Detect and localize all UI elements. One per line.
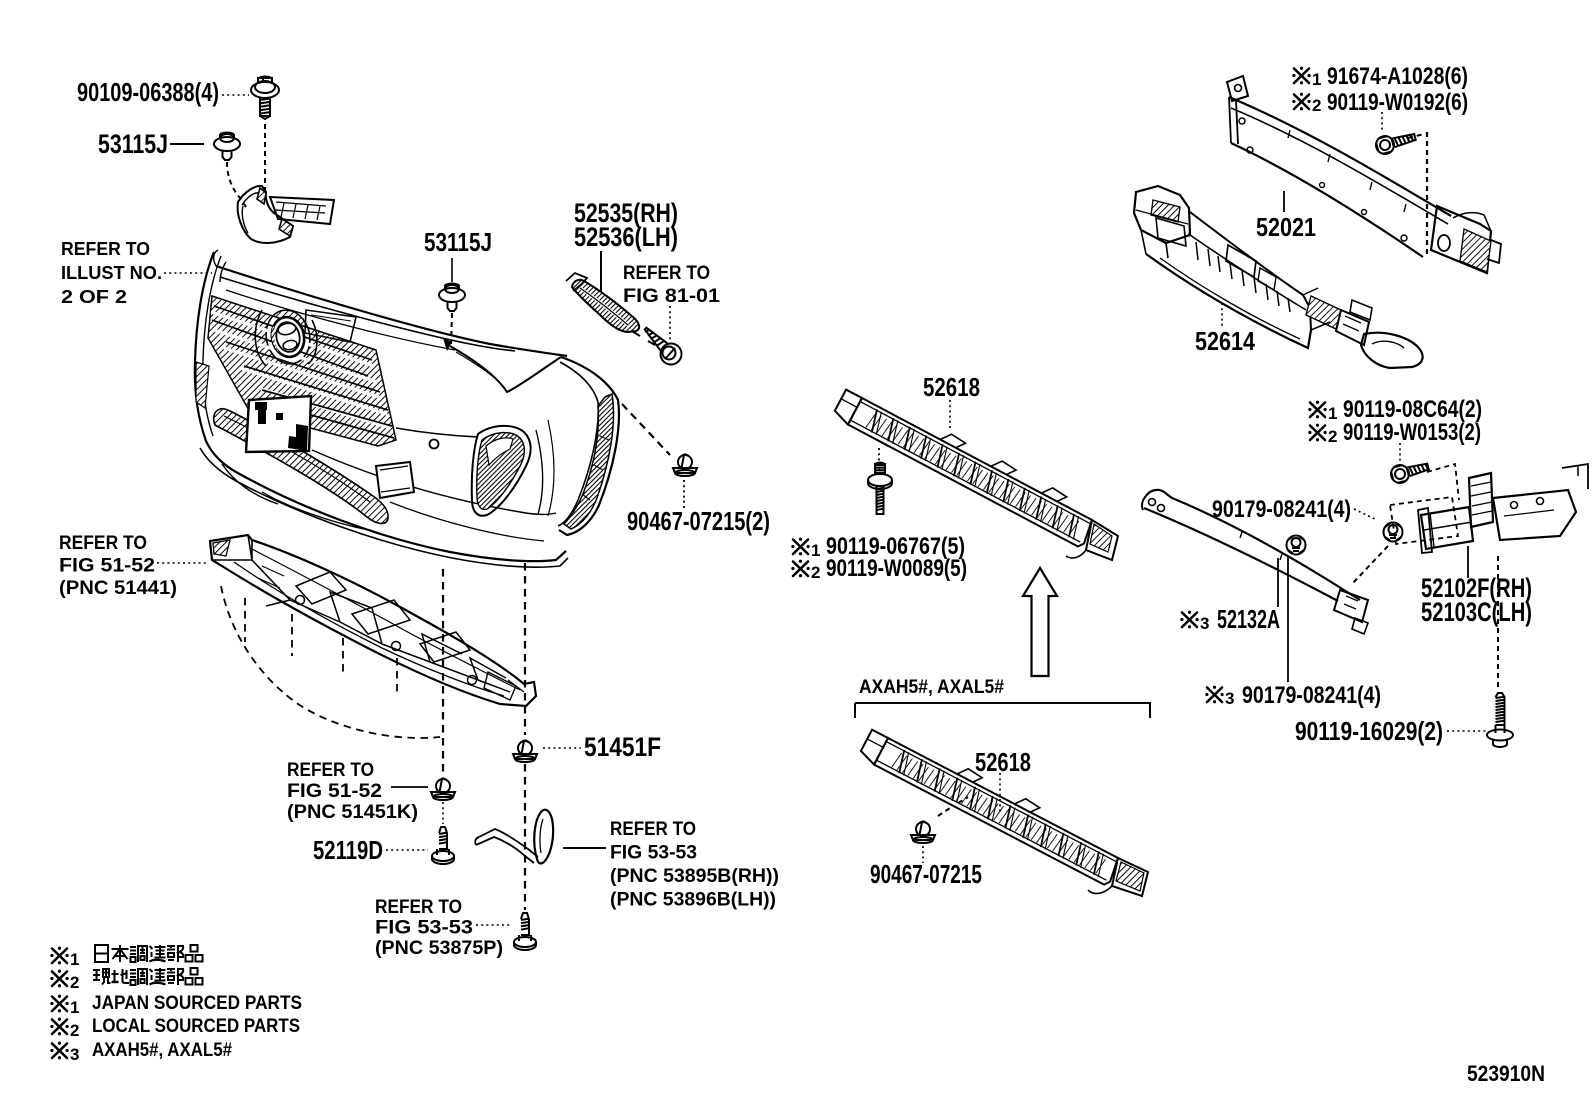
svg-text:52103C(LH): 52103C(LH) — [1421, 597, 1532, 627]
svg-text:REFER TO: REFER TO — [610, 819, 696, 840]
svg-text:REFER TO: REFER TO — [59, 533, 147, 554]
svg-text:90179-08241(4): 90179-08241(4) — [1242, 682, 1381, 709]
svg-text:2: 2 — [70, 1021, 79, 1040]
svg-text:1: 1 — [811, 541, 820, 560]
svg-text:52119D: 52119D — [313, 835, 383, 865]
svg-text:3: 3 — [1200, 614, 1209, 633]
svg-text:2 OF 2: 2 OF 2 — [61, 287, 127, 307]
svg-text:JAPAN SOURCED PARTS: JAPAN SOURCED PARTS — [92, 993, 302, 1014]
svg-text:REFER TO: REFER TO — [287, 760, 374, 781]
svg-text:523910N: 523910N — [1467, 1061, 1545, 1086]
svg-text:LOCAL SOURCED PARTS: LOCAL SOURCED PARTS — [92, 1016, 300, 1037]
svg-text:52535(RH): 52535(RH) — [574, 198, 678, 228]
svg-text:91674-A1028(6): 91674-A1028(6) — [1327, 63, 1468, 90]
svg-text:FIG 53-53: FIG 53-53 — [375, 918, 473, 939]
svg-text:2: 2 — [1312, 96, 1321, 115]
svg-text:90467-07215(2): 90467-07215(2) — [627, 506, 770, 536]
svg-text:REFER TO: REFER TO — [375, 897, 462, 918]
svg-text:90119-08C64(2): 90119-08C64(2) — [1343, 396, 1482, 423]
svg-text:90119-W0192(6): 90119-W0192(6) — [1327, 89, 1468, 116]
svg-text:52618: 52618 — [975, 747, 1031, 777]
svg-text:REFER TO: REFER TO — [61, 239, 150, 259]
svg-text:52102F(RH): 52102F(RH) — [1421, 573, 1532, 603]
svg-text:3: 3 — [70, 1045, 79, 1064]
svg-text:53115J: 53115J — [424, 227, 492, 257]
svg-text:90119-06767(5): 90119-06767(5) — [826, 533, 965, 560]
svg-text:2: 2 — [811, 563, 820, 582]
svg-text:3: 3 — [1225, 689, 1234, 708]
svg-text:AXAH5#, AXAL5#: AXAH5#, AXAL5# — [92, 1040, 232, 1061]
svg-text:52536(LH): 52536(LH) — [574, 222, 678, 252]
svg-text:52132A: 52132A — [1217, 604, 1280, 634]
svg-text:90467-07215: 90467-07215 — [870, 859, 982, 889]
svg-text:FIG 81-01: FIG 81-01 — [623, 286, 720, 307]
svg-text:2: 2 — [70, 973, 79, 992]
svg-text:53115J: 53115J — [98, 129, 168, 159]
svg-text:FIG 51-52: FIG 51-52 — [287, 781, 382, 802]
svg-text:52021: 52021 — [1256, 212, 1316, 242]
svg-text:1: 1 — [70, 998, 79, 1017]
svg-text:ILLUST NO.: ILLUST NO. — [61, 263, 162, 283]
svg-text:52618: 52618 — [923, 372, 980, 402]
svg-text:1: 1 — [70, 950, 79, 969]
svg-text:1: 1 — [1312, 70, 1321, 89]
svg-text:AXAH5#, AXAL5#: AXAH5#, AXAL5# — [859, 677, 1004, 698]
svg-text:90179-08241(4): 90179-08241(4) — [1212, 496, 1351, 523]
svg-text:FIG 53-53: FIG 53-53 — [610, 843, 697, 864]
svg-text:90119-W0153(2): 90119-W0153(2) — [1343, 419, 1481, 446]
svg-text:(PNC 51451K): (PNC 51451K) — [287, 802, 418, 823]
svg-text:90109-06388(4): 90109-06388(4) — [77, 77, 219, 107]
svg-text:1: 1 — [1328, 404, 1337, 423]
svg-text:51451F: 51451F — [584, 732, 661, 762]
svg-text:(PNC 53895B(RH)): (PNC 53895B(RH)) — [610, 866, 779, 887]
svg-text:90119-W0089(5): 90119-W0089(5) — [826, 555, 967, 582]
svg-text:2: 2 — [1328, 427, 1337, 446]
svg-text:FIG 51-52: FIG 51-52 — [59, 556, 155, 577]
svg-text:(PNC 53875P): (PNC 53875P) — [375, 938, 503, 959]
svg-text:(PNC 53896B(LH)): (PNC 53896B(LH)) — [610, 890, 776, 911]
svg-text:52614: 52614 — [1195, 326, 1255, 356]
svg-text:REFER TO: REFER TO — [623, 263, 710, 284]
svg-text:(PNC 51441): (PNC 51441) — [59, 578, 177, 599]
svg-text:90119-16029(2): 90119-16029(2) — [1295, 716, 1443, 746]
